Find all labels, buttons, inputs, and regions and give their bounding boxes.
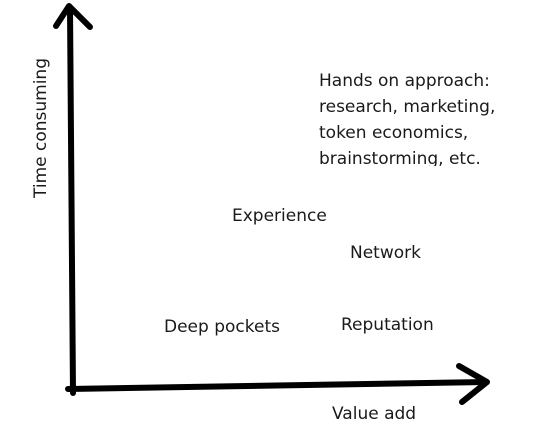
x-axis-label: Value add bbox=[332, 404, 417, 424]
y-axis-arrow-icon bbox=[53, 3, 93, 30]
note-line: brainstorming, etc. bbox=[319, 149, 481, 166]
item-experience: Experience bbox=[232, 206, 327, 226]
hands-on-note: Hands on approach: research, marketing, … bbox=[319, 68, 541, 166]
y-axis-line bbox=[67, 5, 76, 396]
note-line: token economics, bbox=[319, 123, 469, 143]
item-reputation: Reputation bbox=[341, 315, 434, 335]
item-network: Network bbox=[350, 243, 421, 263]
y-axis-label: Time consuming bbox=[31, 57, 51, 199]
note-line: Hands on approach: bbox=[319, 71, 490, 91]
note-line: research, marketing, bbox=[319, 97, 496, 117]
item-deep-pockets: Deep pockets bbox=[164, 317, 280, 337]
x-axis-arrow-icon bbox=[456, 363, 490, 405]
x-axis-line bbox=[65, 379, 489, 392]
